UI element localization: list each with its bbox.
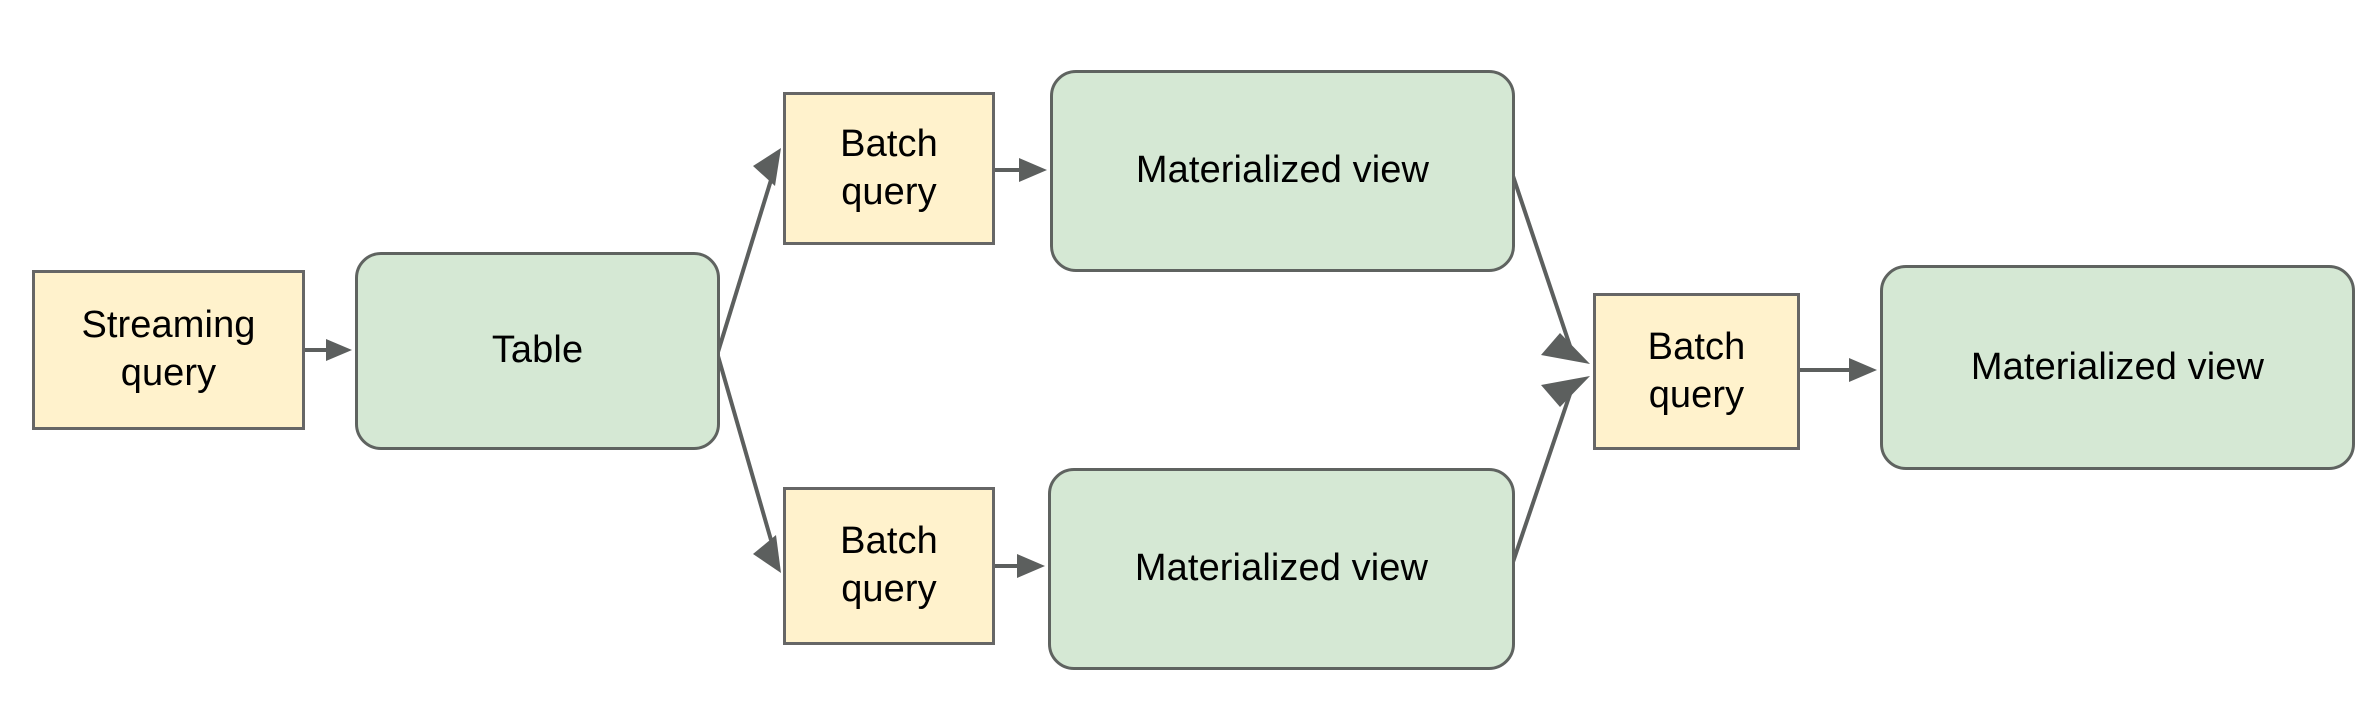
edge-batch-query-top-to-materialized-view-top bbox=[995, 158, 1047, 182]
node-table[interactable]: Table bbox=[355, 252, 720, 450]
node-batch-query-bottom[interactable]: Batch query bbox=[783, 487, 995, 645]
node-batch-query-right[interactable]: Batch query bbox=[1593, 293, 1800, 450]
edge-table-to-batch-query-top bbox=[716, 148, 781, 353]
edge-batch-query-right-to-materialized-view-right bbox=[1800, 358, 1877, 382]
node-materialized-view-bottom[interactable]: Materialized view bbox=[1048, 468, 1515, 670]
node-materialized-view-top[interactable]: Materialized view bbox=[1050, 70, 1515, 272]
node-materialized-view-bottom-label: Materialized view bbox=[1134, 547, 1429, 590]
node-batch-query-right-label: Batch query bbox=[1647, 325, 1746, 416]
node-materialized-view-right[interactable]: Materialized view bbox=[1880, 265, 2355, 470]
node-batch-query-top-label: Batch query bbox=[840, 122, 938, 213]
node-materialized-view-top-label: Materialized view bbox=[1135, 149, 1430, 192]
node-table-label: Table bbox=[491, 329, 584, 372]
edge-batch-query-bottom-to-materialized-view-bottom bbox=[995, 554, 1045, 578]
node-batch-query-bottom-label: Batch query bbox=[840, 520, 938, 610]
edge-table-to-batch-query-bottom bbox=[716, 355, 781, 573]
node-materialized-view-right-label: Materialized view bbox=[1970, 345, 2265, 388]
edge-materialized-view-bottom-to-batch-query-right bbox=[1511, 376, 1590, 563]
edge-materialized-view-top-to-batch-query-right bbox=[1511, 175, 1590, 364]
edge-streaming-query-to-table bbox=[305, 339, 352, 361]
node-streaming-query-label: Streaming query bbox=[81, 304, 256, 394]
node-batch-query-top[interactable]: Batch query bbox=[783, 92, 995, 245]
node-streaming-query[interactable]: Streaming query bbox=[32, 270, 305, 430]
